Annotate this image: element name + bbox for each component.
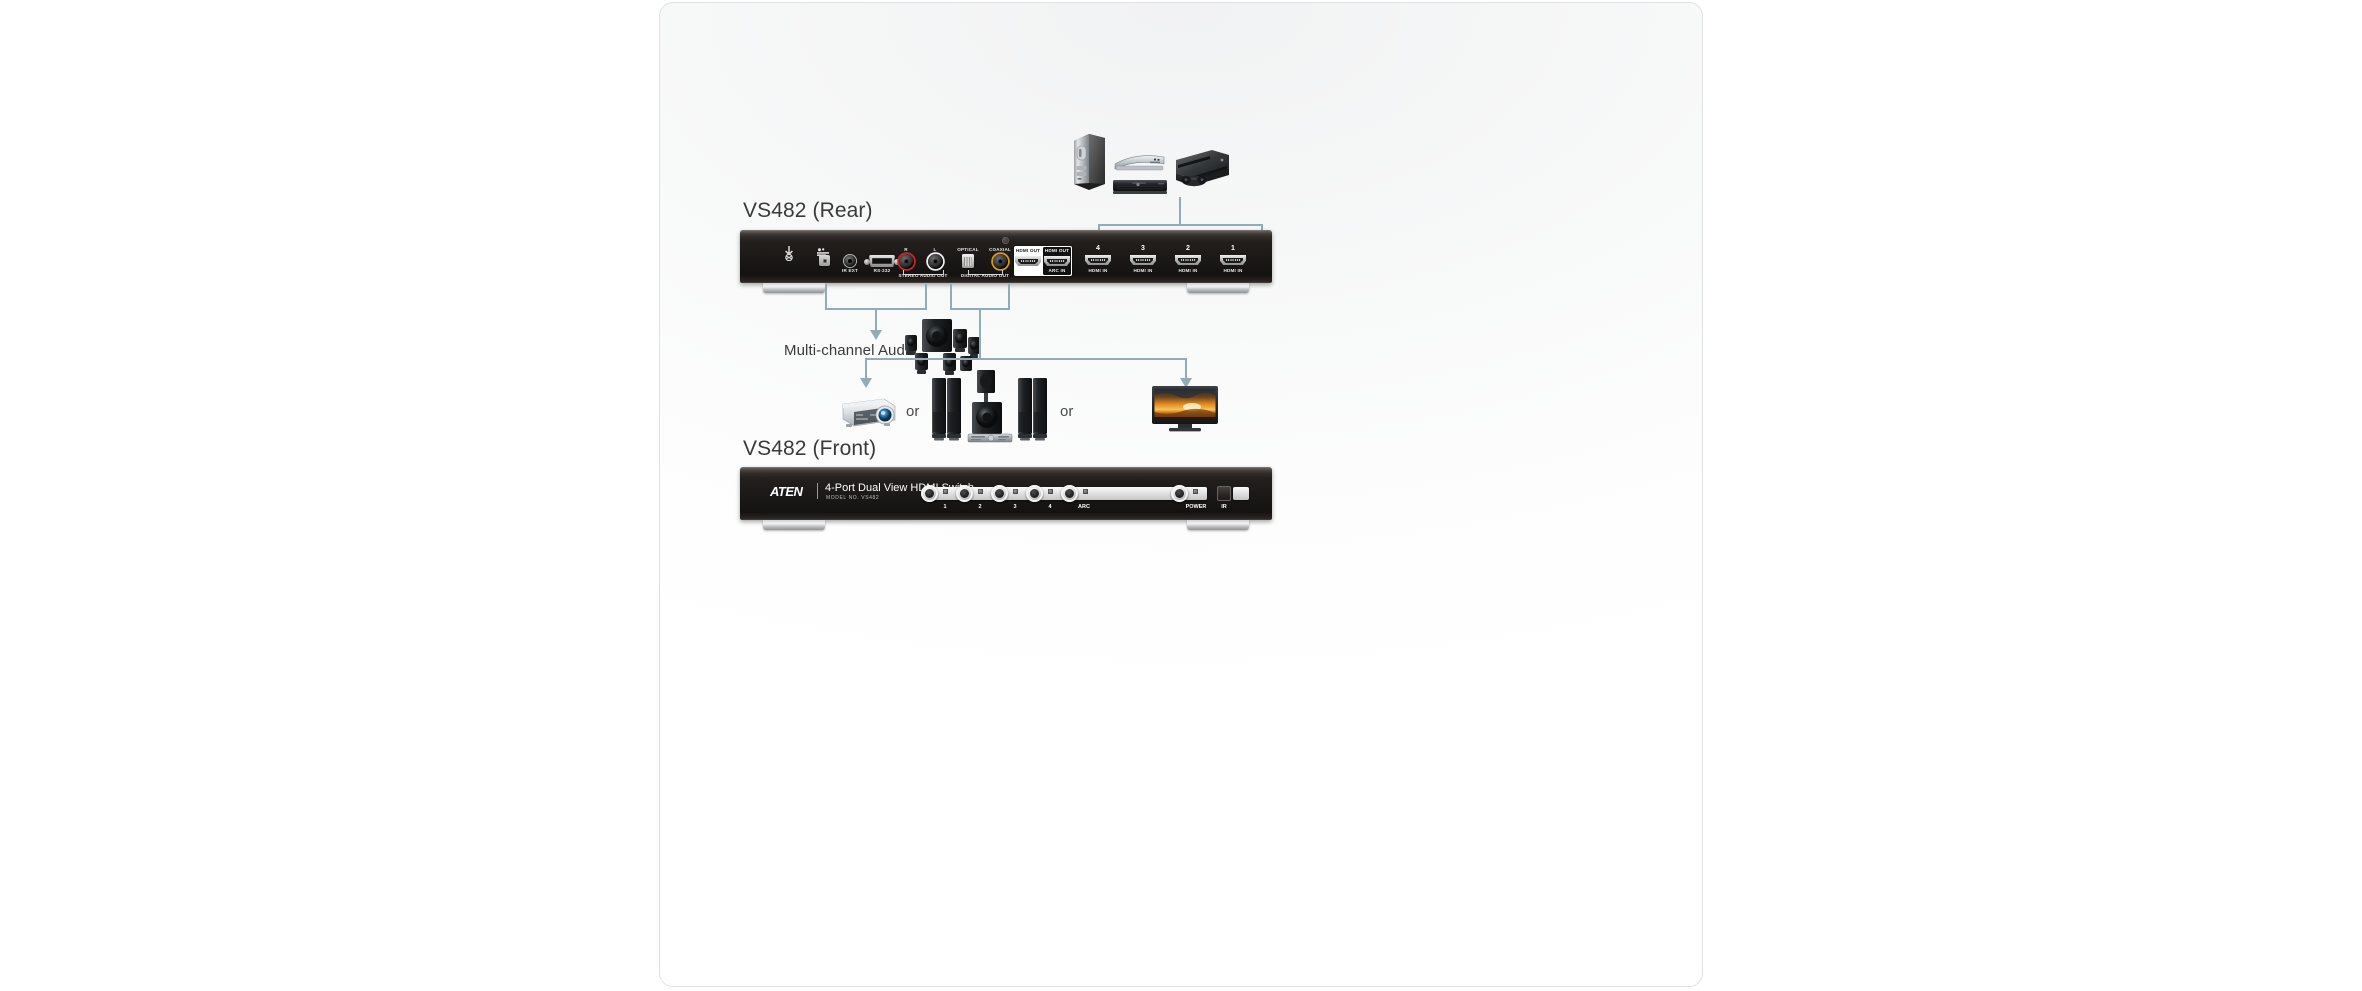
- hdmi-out-label-a: HDMI OUT: [1015, 247, 1041, 254]
- hdmi-in-port-1: [1220, 255, 1246, 265]
- hdmi-out-arc-label: ARC IN: [1048, 267, 1066, 274]
- front-panel-power-button[interactable]: [1171, 485, 1188, 502]
- port-dc-power-symbol: [817, 244, 831, 256]
- source-device-dvd-player: [1114, 150, 1166, 172]
- port-coaxial-out: [993, 254, 1008, 269]
- front-panel-led-1: [943, 489, 948, 494]
- front-panel-button-label-arc: ARC: [1078, 504, 1090, 510]
- connector-video-to-tv: [1185, 358, 1187, 380]
- rear-panel-foot-right: [1187, 283, 1249, 293]
- port-ir-ext: [844, 255, 856, 267]
- front-panel-led-3: [1013, 489, 1018, 494]
- rear-panel: IR EXT RS-232 R L STEREO AUDIO OUT OPTIC…: [740, 230, 1272, 283]
- hdmi-in-number-2: 2: [1186, 245, 1190, 252]
- bracket-stereo-audio-out: [903, 270, 944, 275]
- front-panel-button-3[interactable]: [991, 485, 1008, 502]
- front-panel-led-4: [1048, 489, 1053, 494]
- rear-panel-caption: VS482 (Rear): [743, 199, 873, 222]
- hdmi-out-label-b: HDMI OUT: [1044, 247, 1070, 254]
- front-panel-power-led: [1193, 489, 1198, 494]
- front-panel-button-4[interactable]: [1026, 485, 1043, 502]
- hdmi-in-number-1: 1: [1231, 245, 1235, 252]
- output-device-projector: [840, 394, 898, 430]
- port-label-rs-232: RS-232: [873, 267, 891, 274]
- hdmi-in-port-2: [1175, 255, 1201, 265]
- aten-logo: ATEN: [770, 484, 803, 499]
- port-grounding-screw: [783, 246, 795, 262]
- front-panel-led-arc: [1083, 489, 1088, 494]
- hdmi-out-arc-subbox: HDMI OUT ARC IN: [1043, 247, 1071, 275]
- connector-audio-stem: [875, 308, 877, 332]
- port-dc-power-jack: [819, 255, 830, 266]
- front-panel-strip-right: [1233, 487, 1249, 500]
- front-panel: ATEN 4-Port Dual View HDMI Switch MODEL …: [740, 467, 1272, 520]
- bracket-digital-audio-out: [968, 270, 1003, 275]
- hdmi-out-port-b: [1044, 256, 1070, 266]
- front-panel-button-arc[interactable]: [1061, 485, 1078, 502]
- source-device-pc-tower: [1074, 134, 1106, 190]
- port-audio-out-right: [899, 254, 914, 269]
- output-device-lcd-tv: [1152, 386, 1218, 432]
- connector-sources-bar: [1098, 224, 1263, 226]
- output-device-av-receiver: [930, 368, 1052, 446]
- hdmi-in-label-4: HDMI IN: [1088, 267, 1108, 274]
- front-panel-button-label-4: 4: [1048, 504, 1052, 510]
- hdmi-out-group: HDMI OUT HDMI OUT ARC IN: [1014, 246, 1072, 276]
- hdmi-in-label-1: HDMI IN: [1223, 267, 1243, 274]
- port-rs-232: [864, 255, 900, 267]
- hdmi-in-label-2: HDMI IN: [1178, 267, 1198, 274]
- hdmi-in-number-3: 3: [1141, 245, 1145, 252]
- connector-video-right-riser: [1008, 284, 1010, 310]
- front-panel-button-label-1: 1: [943, 504, 947, 510]
- front-panel-button-label-2: 2: [978, 504, 982, 510]
- front-panel-ir-window: [1217, 486, 1231, 501]
- arrow-audio: [870, 330, 882, 340]
- front-panel-ir-label: IR: [1221, 504, 1227, 510]
- connector-video-stem: [979, 308, 981, 360]
- hdmi-in-label-3: HDMI IN: [1133, 267, 1153, 274]
- or-label-left: or: [906, 403, 920, 420]
- front-panel-caption: VS482 (Front): [743, 437, 877, 460]
- port-label-coaxial: COAXIAL: [988, 246, 1012, 253]
- aten-logo-divider: [817, 483, 818, 499]
- output-device-speaker-set: [903, 315, 991, 375]
- diagram-canvas: VS482 (Rear): [660, 3, 1702, 986]
- connector-video-left-riser: [950, 284, 952, 310]
- hdmi-in-number-4: 4: [1096, 245, 1100, 252]
- or-label-right: or: [1060, 403, 1074, 420]
- port-audio-out-left: [928, 254, 943, 269]
- front-panel-model-subtitle: MODEL NO. VS482: [826, 495, 880, 501]
- port-label-audio-l: L: [933, 246, 937, 253]
- connector-video-split-bar: [865, 358, 1187, 360]
- rear-panel-screw: [1002, 237, 1009, 244]
- front-panel-button-label-3: 3: [1013, 504, 1017, 510]
- diagram-card: VS482 (Rear): [659, 2, 1703, 987]
- port-label-optical: OPTICAL: [957, 246, 979, 253]
- connector-audio-left-riser: [825, 284, 827, 310]
- front-panel-foot-left: [763, 520, 825, 530]
- arrow-video-tv: [1180, 378, 1192, 388]
- front-panel-power-label: POWER: [1185, 504, 1207, 510]
- port-optical-out: [962, 254, 974, 268]
- hdmi-in-port-4: [1085, 255, 1111, 265]
- front-panel-button-1[interactable]: [921, 485, 938, 502]
- multi-channel-audio-caption: Multi-channel Audio: [784, 342, 917, 359]
- hdmi-out-port-a: [1015, 256, 1041, 266]
- port-label-ir-ext: IR EXT: [841, 267, 858, 274]
- connector-audio-right-riser: [925, 284, 927, 310]
- connector-video-to-projector: [865, 358, 867, 380]
- arrow-video-projector: [860, 378, 872, 388]
- port-label-digital-audio-out: DIGITAL AUDIO OUT: [960, 272, 1010, 279]
- front-panel-button-2[interactable]: [956, 485, 973, 502]
- front-panel-led-2: [978, 489, 983, 494]
- source-device-bluray-player: [1112, 178, 1168, 196]
- port-label-stereo-audio-out: STEREO AUDIO OUT: [898, 272, 948, 279]
- front-panel-foot-right: [1187, 520, 1249, 530]
- source-device-game-console: [1172, 148, 1230, 190]
- port-label-audio-r: R: [904, 246, 908, 253]
- rear-panel-foot-left: [763, 283, 825, 293]
- connector-sources-stem: [1179, 197, 1181, 225]
- hdmi-in-port-3: [1130, 255, 1156, 265]
